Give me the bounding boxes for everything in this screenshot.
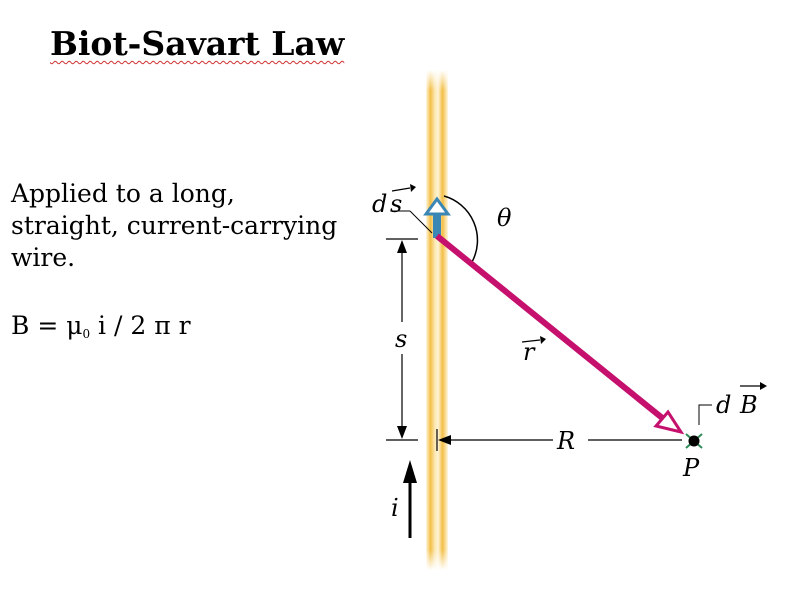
current-carrying-wire [426,70,448,570]
dB-leader-line [698,404,712,425]
formula-mu-subscript: 0 [82,327,91,341]
r-vector-arrow [435,233,685,435]
i-label: i [391,494,399,522]
body-line-1: Applied to a long, [11,179,235,208]
s-dimension [386,238,418,441]
current-arrow [403,460,417,538]
r-label: r [523,338,536,366]
ds-label-d: d [372,190,387,218]
ds-vector-arrow [423,196,451,238]
dB-label-B: B [739,391,758,419]
body-line-2: straight, current-carrying [11,211,338,240]
slide-body-text: Applied to a long, straight, current-car… [11,178,391,274]
slide-title: Biot-Savart Law [50,24,345,63]
theta-label: θ [497,204,512,232]
r-vector-symbol [521,336,546,344]
dB-label-d: d [716,391,731,419]
R-label: R [556,427,575,455]
point-P-marker [685,433,703,449]
formula-lhs: B = μ [11,311,83,340]
s-label: s [395,325,407,353]
P-label: P [682,454,700,482]
dB-vector-symbol [740,382,767,390]
R-dimension [436,429,682,451]
biot-savart-formula: B = μ0 i / 2 π r [11,311,191,341]
ds-vector-symbol [391,184,416,192]
theta-arc [443,195,479,263]
formula-rhs: i / 2 π r [90,311,191,340]
ds-leader-line-2 [409,210,433,234]
body-line-3: wire. [11,243,76,272]
ds-label-s: s [390,190,402,218]
